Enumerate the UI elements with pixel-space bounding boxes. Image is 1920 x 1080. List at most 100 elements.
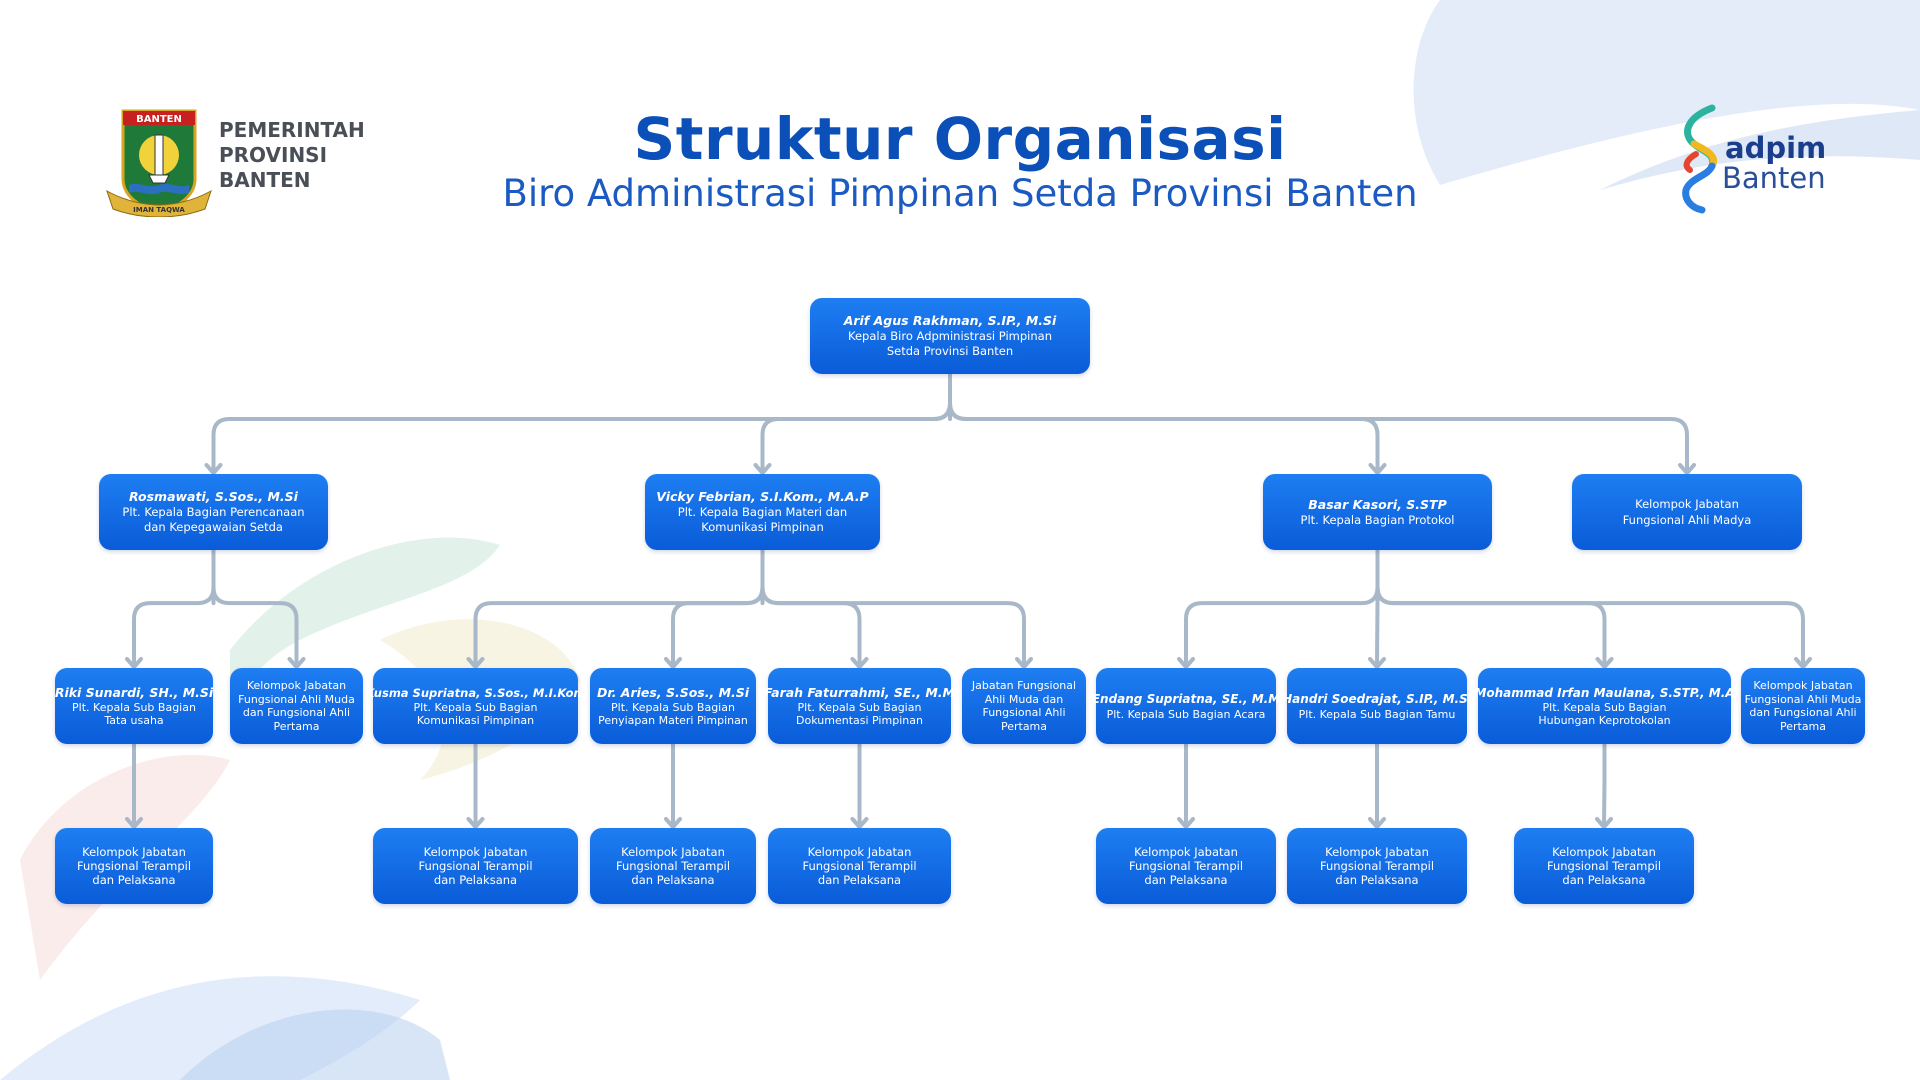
- connector-branch: [671, 585, 765, 666]
- connector-arrow: [466, 817, 485, 829]
- jf-materi-text: Jabatan Fungsional Ahli Muda dan Fungsio…: [971, 679, 1077, 733]
- connector-arrow: [204, 463, 223, 475]
- keprotokolan-position: Plt. Kepala Sub Bagian Hubungan Keprotok…: [1538, 701, 1671, 727]
- pelaksana-text: Kelompok Jabatan Fungsional Terampil dan…: [802, 845, 917, 887]
- protokol-name: Basar Kasori, S.STP: [1308, 496, 1447, 512]
- materi-name: Vicky Febrian, S.I.Kom., M.A.P: [656, 489, 869, 504]
- connector-branch: [1375, 585, 1607, 666]
- org-box-pelaksana: Kelompok Jabatan Fungsional Terampil dan…: [373, 828, 578, 904]
- connector-arrow: [287, 657, 306, 669]
- connector-branch: [211, 401, 952, 472]
- connector-arrow: [1794, 657, 1812, 669]
- connector-arrow: [1177, 817, 1195, 829]
- emblem-top-text: BANTEN: [136, 114, 182, 125]
- connector-branch: [132, 585, 216, 666]
- org-box-tamu: Handri Soedrajat, S.IP., M.Si Plt. Kepal…: [1282, 668, 1472, 744]
- adpim-logo-text: adpim: [1725, 131, 1827, 165]
- org-box-pelaksana: Kelompok Jabatan Fungsional Terampil dan…: [1514, 828, 1694, 904]
- pelaksana-text: Kelompok Jabatan Fungsional Terampil dan…: [418, 845, 533, 887]
- penyiapan-name: Dr. Aries, S.Sos., M.Si: [596, 685, 750, 700]
- pelaksana-text: Kelompok Jabatan Fungsional Terampil dan…: [1128, 845, 1244, 887]
- org-box-dokumentasi: Farah Faturrahmi, SE., M.M Plt. Kepala S…: [764, 668, 955, 744]
- madya-text: Kelompok Jabatan Fungsional Ahli Madya: [1622, 497, 1752, 527]
- materi-position: Plt. Kepala Bagian Materi dan Komunikasi…: [677, 505, 848, 534]
- connector-arrow: [125, 817, 143, 829]
- org-box-tata-usaha: Riki Sunardi, SH., M.Si Plt. Kepala Sub …: [55, 668, 213, 744]
- keprotokolan-name: Mohammad Irfan Maulana, S.STP., M.A: [1474, 686, 1735, 700]
- jf-perencanaan-text: Kelompok Jabatan Fungsional Ahli Muda da…: [238, 679, 355, 733]
- connector-arrow: [664, 817, 682, 829]
- banten-emblem-icon: BANTEN IMAN TAQWA: [106, 109, 212, 217]
- acara-position: Plt. Kepala Sub Bagian Acara: [1106, 707, 1266, 721]
- adpim-s-logo-icon: [1682, 104, 1717, 214]
- penyiapan-position: Plt. Kepala Sub Bagian Penyiapan Materi …: [598, 701, 748, 727]
- connector-arrow: [1595, 657, 1614, 669]
- perencanaan-name: Rosmawati, S.Sos., M.Si: [129, 489, 298, 504]
- org-box-jf-perencanaan: Kelompok Jabatan Fungsional Ahli Muda da…: [230, 668, 363, 744]
- adpim-logo-region: Banten: [1722, 161, 1826, 195]
- connector-branch: [760, 585, 862, 666]
- connector-arrow: [664, 657, 682, 669]
- connector-arrow: [125, 657, 143, 669]
- connector-arrow: [1177, 657, 1195, 669]
- connector-arrow: [1595, 817, 1613, 829]
- dokumentasi-name: Farah Faturrahmi, SE., M.M: [764, 685, 955, 700]
- connector-arrow: [1368, 463, 1387, 475]
- org-box-keprotokolan: Mohammad Irfan Maulana, S.STP., M.A Plt.…: [1474, 668, 1735, 744]
- org-box-komunikasi: Kusma Supriatna, S.Sos., M.I.Kom Plt. Ke…: [366, 668, 586, 744]
- pelaksana-text: Kelompok Jabatan Fungsional Terampil dan…: [615, 845, 731, 887]
- komunikasi-position: Plt. Kepala Sub Bagian Komunikasi Pimpin…: [413, 701, 538, 727]
- org-box-pelaksana: Kelompok Jabatan Fungsional Terampil dan…: [1287, 828, 1467, 904]
- org-box-pelaksana: Kelompok Jabatan Fungsional Terampil dan…: [590, 828, 756, 904]
- org-box-pelaksana: Kelompok Jabatan Fungsional Terampil dan…: [55, 828, 213, 904]
- connector-arrow: [1015, 657, 1033, 669]
- tamu-position: Plt. Kepala Sub Bagian Tamu: [1298, 707, 1456, 721]
- org-box-pelaksana: Kelompok Jabatan Fungsional Terampil dan…: [768, 828, 951, 904]
- connector-arrow: [850, 657, 869, 669]
- connector-branch: [948, 401, 1689, 472]
- org-box-protokol: Basar Kasori, S.STP Plt. Kepala Bagian P…: [1263, 474, 1492, 550]
- connector-arrow: [1678, 463, 1696, 475]
- connector-branch: [473, 585, 765, 666]
- connector-arrow: [753, 463, 772, 475]
- connector-arrow: [466, 657, 485, 669]
- org-box-acara: Endang Supriatna, SE., M.M Plt. Kepala S…: [1092, 668, 1280, 744]
- connector-branch: [211, 585, 299, 666]
- komunikasi-name: Kusma Supriatna, S.Sos., M.I.Kom: [365, 686, 586, 700]
- tata-usaha-name: Riki Sunardi, SH., M.Si: [54, 685, 214, 700]
- connector-arrow: [1368, 657, 1386, 669]
- connector-branch: [1375, 601, 1380, 666]
- page-subtitle: Biro Administrasi Pimpinan Setda Provins…: [502, 172, 1418, 215]
- org-box-head: Arif Agus Rakhman, S.IP., M.Si Kepala Bi…: [810, 298, 1090, 374]
- government-name: PEMERINTAH PROVINSI BANTEN: [219, 118, 365, 193]
- head-position: Kepala Biro Adpministrasi Pimpinan Setda…: [847, 329, 1052, 358]
- connector-branch: [948, 401, 1380, 472]
- connector-branch: [1375, 585, 1805, 666]
- connector-branch: [1184, 585, 1380, 666]
- perencanaan-position: Plt. Kepala Bagian Perencanaan dan Kepeg…: [122, 505, 305, 534]
- connector-arrow: [850, 817, 869, 829]
- dokumentasi-position: Plt. Kepala Sub Bagian Dokumentasi Pimpi…: [796, 701, 923, 727]
- tamu-name: Handri Soedrajat, S.IP., M.Si: [1282, 691, 1472, 706]
- emblem-bottom-text: IMAN TAQWA: [133, 206, 185, 214]
- pelaksana-text: Kelompok Jabatan Fungsional Terampil dan…: [76, 845, 192, 887]
- org-box-perencanaan: Rosmawati, S.Sos., M.Si Plt. Kepala Bagi…: [99, 474, 328, 550]
- page-title: Struktur Organisasi: [633, 105, 1287, 173]
- org-box-penyiapan: Dr. Aries, S.Sos., M.Si Plt. Kepala Sub …: [590, 668, 756, 744]
- connector-arrow: [1368, 817, 1386, 829]
- acara-name: Endang Supriatna, SE., M.M: [1091, 691, 1281, 706]
- org-box-jf-protokol: Kelompok Jabatan Fungsional Ahli Muda da…: [1741, 668, 1865, 744]
- org-box-jf-materi: Jabatan Fungsional Ahli Muda dan Fungsio…: [962, 668, 1086, 744]
- connector-branch: [760, 585, 1026, 666]
- gov-name-line: PROVINSI: [219, 143, 328, 167]
- org-box-pelaksana: Kelompok Jabatan Fungsional Terampil dan…: [1096, 828, 1276, 904]
- tata-usaha-position: Plt. Kepala Sub Bagian Tata usaha: [72, 701, 196, 727]
- gov-name-line: PEMERINTAH: [219, 118, 365, 142]
- org-box-madya: Kelompok Jabatan Fungsional Ahli Madya: [1572, 474, 1802, 550]
- pelaksana-text: Kelompok Jabatan Fungsional Terampil dan…: [1546, 845, 1662, 887]
- org-box-materi: Vicky Febrian, S.I.Kom., M.A.P Plt. Kepa…: [645, 474, 880, 550]
- gov-name-line: BANTEN: [219, 168, 311, 192]
- connector-branch: [760, 401, 952, 472]
